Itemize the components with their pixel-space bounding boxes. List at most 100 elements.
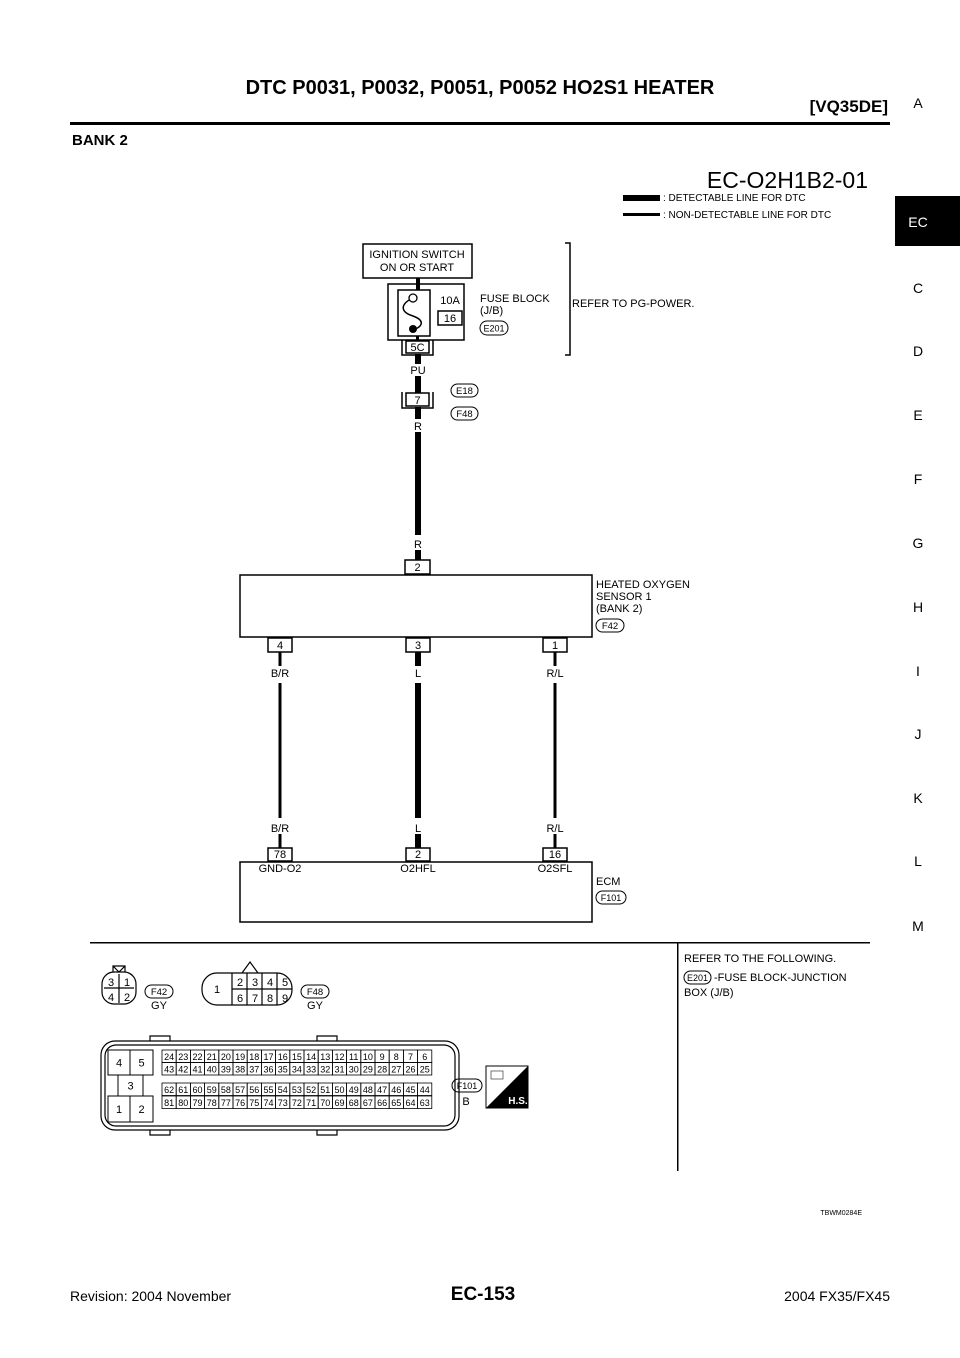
f101-pin: 80 [178,1098,188,1108]
sensor-pin-label: 3 [415,640,421,652]
fuse-block-label-2: (J/B) [480,305,503,317]
f101-pin: 15 [292,1052,302,1062]
wire-r-end [415,550,421,560]
wire-color-r-bottom: R [414,539,422,551]
f101-pin-box [417,1095,433,1109]
f101-pin-box [129,1095,154,1123]
side-tab-i[interactable]: I [916,663,920,679]
f101-pin: 28 [377,1065,387,1075]
connector-badge-f42-lower: F42 [144,984,174,999]
f48-pin: 5 [282,977,288,989]
f42-pin: 4 [108,992,114,1004]
f101-pin: 12 [334,1052,344,1062]
fuse-terminal-closed [409,325,417,333]
side-tab-c[interactable]: C [913,280,923,296]
svg-text:F101: F101 [601,893,622,903]
connector-f101-face [100,1035,460,1136]
side-tab-m[interactable]: M [912,918,924,934]
f101-pin: 38 [235,1065,245,1075]
side-tab-f[interactable]: F [914,471,923,487]
f101-pin: 72 [292,1098,302,1108]
f48-pin: 9 [282,993,288,1005]
connector-badge-f101: F101 [595,890,627,905]
side-tab-h[interactable]: H [913,599,923,615]
side-tab-l[interactable]: L [914,853,922,869]
f101-pin: 61 [178,1085,188,1095]
side-tab-d[interactable]: D [913,343,923,359]
wire-segment [415,652,421,666]
wire-color-label: R/L [546,668,563,680]
wire-color-pu: PU [410,365,425,377]
svg-text:F42: F42 [602,621,618,632]
refer-desc: -FUSE BLOCK-JUNCTION [714,972,847,984]
sensor-name-3: (BANK 2) [596,603,642,615]
f101-pin-box [417,1062,433,1076]
f101-pin: 22 [192,1052,202,1062]
legend-thin-line [623,213,660,216]
wire-segment [553,834,557,848]
f101-pin: 26 [405,1065,415,1075]
side-tab-a[interactable]: A [913,95,923,111]
f42-pin: 2 [124,992,130,1004]
ecm-pin-box [542,847,568,862]
side-tab-g[interactable]: G [913,535,924,551]
side-tab-k[interactable]: K [913,790,923,806]
active-tab-bg [895,196,960,246]
f101-pin: 21 [207,1052,217,1062]
f101-pin: 37 [249,1065,259,1075]
wire-segment [553,683,557,818]
svg-text:E201: E201 [483,324,504,334]
svg-text:E18: E18 [456,386,473,397]
sensor-box [239,574,593,638]
f42-pin: 1 [124,977,130,989]
f101-pin: 32 [320,1065,330,1075]
ecm-label: ECM [596,876,620,888]
f42-pin: 3 [108,977,114,989]
f101-pin: 3 [127,1081,133,1093]
header-rule [70,122,890,125]
legend-thick-line [623,195,660,201]
f101-pin: 20 [221,1052,231,1062]
side-tab-j[interactable]: J [915,726,922,742]
fuse-rating: 10A [440,295,460,307]
wire-segment [278,652,282,666]
side-tab-e[interactable]: E [913,407,922,423]
refer-desc-2: BOX (J/B) [684,987,734,999]
f101-pin: 16 [278,1052,288,1062]
page-title: DTC P0031, P0032, P0051, P0052 HO2S1 HEA… [246,77,715,99]
f101-pin: 77 [221,1098,231,1108]
terminal-5c-label: 5C [410,342,424,354]
f101-pin: 35 [278,1065,288,1075]
f101-pin: 46 [391,1085,401,1095]
vertical-divider [677,943,679,1171]
f101-pin: 75 [249,1098,259,1108]
connector-badge-f42: F42 [595,618,625,633]
f101-pin: 13 [320,1052,330,1062]
f101-pin: 47 [377,1085,387,1095]
connector-badge-f48-lower: F48 [300,984,330,999]
figure-code: TBWM0284E [820,1210,862,1217]
f101-pin: 50 [334,1085,344,1095]
f101-pin: 66 [377,1098,387,1108]
f101-pin: 58 [221,1085,231,1095]
wire-r1 [415,407,421,419]
diagram-id: EC-O2H1B2-01 [707,167,868,193]
f48-pin: 8 [267,993,273,1005]
f101-pin: 49 [349,1085,359,1095]
wire-pu [415,376,421,393]
side-tab-ec[interactable]: EC [908,214,927,230]
sensor-name-1: HEATED OXYGEN [596,579,690,591]
f101-pin: 78 [207,1098,217,1108]
connector-badge-f101-lower: F101 [451,1078,483,1093]
wire-color-r-top: R [414,421,422,433]
f48-pin: 1 [214,984,220,996]
legend-non-detectable: : NON-DETECTABLE LINE FOR DTC [663,210,831,221]
f101-pin: 53 [292,1085,302,1095]
connector-badge-f48: F48 [450,406,479,421]
f101-pin: 45 [405,1085,415,1095]
f101-pin: 14 [306,1052,316,1062]
f101-color: B [462,1096,469,1108]
f101-pin: 76 [235,1098,245,1108]
